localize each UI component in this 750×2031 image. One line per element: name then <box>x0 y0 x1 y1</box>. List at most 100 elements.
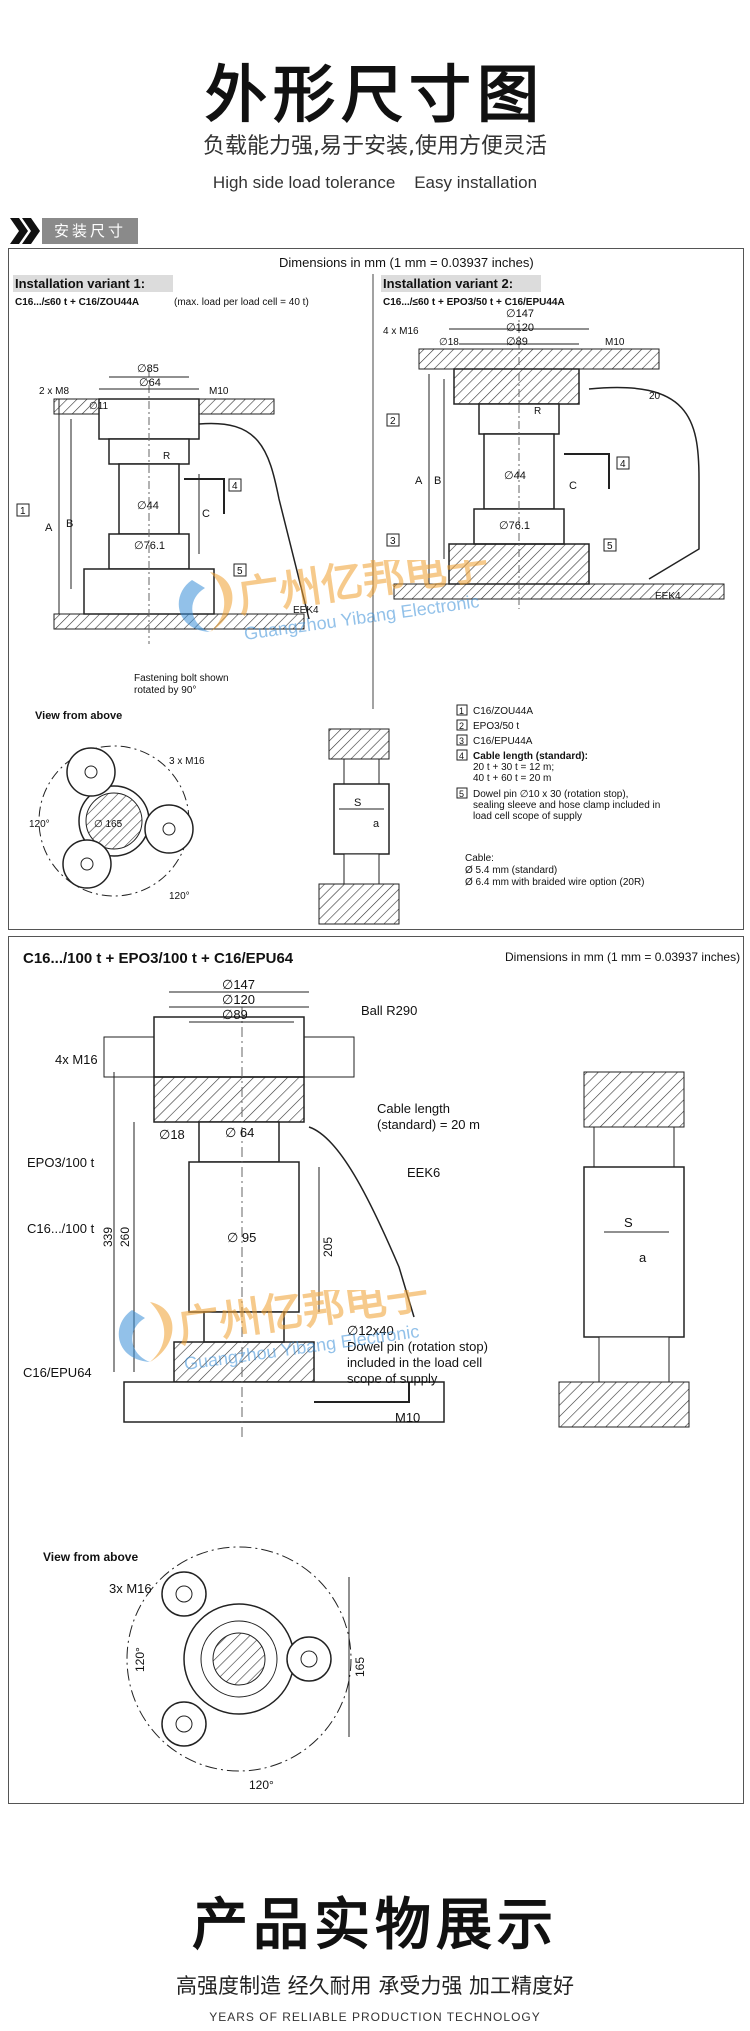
top-view-2 <box>126 1546 352 1772</box>
cable-eek4-v2: EEK4 <box>655 591 681 602</box>
legend-item-4: Cable length (standard): <box>473 751 588 762</box>
v2-dim-d44: ∅44 <box>504 470 526 482</box>
svg-text:5: 5 <box>607 541 613 552</box>
svg-text:3: 3 <box>459 736 464 746</box>
cable-eek6: EEK6 <box>407 1165 440 1180</box>
hero-section: 外形尺寸图 负载能力强,易于安装,使用方便灵活 High side load t… <box>0 0 750 210</box>
dim-m10: M10 <box>209 386 229 397</box>
variant1-drawing: 1 4 5 <box>16 369 310 644</box>
side-label-a: a <box>639 1250 647 1265</box>
detail-label-a: a <box>373 818 380 830</box>
page-title: 外形尺寸图 <box>204 58 545 131</box>
side-detail-v1 <box>318 728 400 925</box>
legend-item-5-line1: sealing sleeve and hose clamp included i… <box>473 800 660 811</box>
dowel-note-1: Dowel pin (rotation stop) <box>347 1339 488 1354</box>
cable-length-2: (standard) = 20 m <box>377 1117 480 1132</box>
side-label-s: S <box>624 1215 633 1230</box>
variant1-note: (max. load per load cell = 40 t) <box>174 297 309 308</box>
showcase-title: 产品实物展示 <box>192 1893 558 1958</box>
dim-m10: M10 <box>395 1410 420 1425</box>
section-tag: 安装尺寸 <box>10 218 139 244</box>
v2-dim-d147: ∅147 <box>506 308 534 320</box>
fastening-note-1: Fastening bolt shown <box>134 673 229 684</box>
dowel-note-2: included in the load cell <box>347 1355 482 1370</box>
svg-text:4: 4 <box>232 481 238 492</box>
variant2-title-bg <box>381 275 541 292</box>
dim-pin: ∅12x40 <box>347 1323 394 1338</box>
v2-dim-d120: ∅120 <box>506 322 534 334</box>
legend-item-4-line1: 20 t + 30 t = 12 m; <box>473 762 554 773</box>
cable-length-1: Cable length <box>377 1101 450 1116</box>
cable-eek4-v1: EEK4 <box>293 605 319 616</box>
top2-120a: 120° <box>133 1647 147 1672</box>
top-dim-3xm16: 3 x M16 <box>169 756 205 767</box>
showcase-subtitle: 高强度制造 经久耐用 承受力强 加工精度好 <box>175 1974 575 1998</box>
dim-260: 260 <box>118 1227 132 1247</box>
dim-4xm16: 4x M16 <box>55 1052 98 1067</box>
v2-dim-b: B <box>434 475 441 487</box>
top-dim-d165: ∅ 165 <box>94 819 123 830</box>
page-subtitle: 负载能力强,易于安装,使用方便灵活 <box>203 134 547 159</box>
dim-d11: ∅11 <box>89 401 109 412</box>
label-c16: C16.../100 t <box>27 1221 95 1236</box>
section-tag-label: 安装尺寸 <box>42 218 139 244</box>
dim-339: 339 <box>101 1227 115 1247</box>
v2-dim-d761: ∅76.1 <box>499 520 530 532</box>
dim-d761: ∅76.1 <box>134 540 165 552</box>
dim-2xm8: 2 x M8 <box>39 386 69 397</box>
svg-text:2: 2 <box>459 721 464 731</box>
dim-d64: ∅64 <box>139 377 161 389</box>
legend-item-5-line2: load cell scope of supply <box>473 811 582 822</box>
top-view-v1 <box>38 745 194 897</box>
top2-3xm16: 3x M16 <box>109 1581 152 1596</box>
cable-line1: Ø 5.4 mm (standard) <box>465 865 557 876</box>
dim-d44: ∅44 <box>137 500 159 512</box>
v2-dim-c: C <box>569 480 577 492</box>
dim-d85: ∅85 <box>137 363 159 375</box>
variant1-title-bg <box>13 275 173 292</box>
legend-item-1: C16/ZOU44A <box>473 706 533 717</box>
dim-a: A <box>45 522 53 534</box>
cable-line2: Ø 6.4 mm with braided wire option (20R) <box>465 877 645 888</box>
panel2-dimensions-header: Dimensions in mm (1 mm = 0.03937 inches) <box>505 950 740 964</box>
dim-c: C <box>202 508 210 520</box>
front-view <box>103 991 445 1437</box>
dim-d120: ∅120 <box>222 992 255 1007</box>
svg-text:4: 4 <box>459 751 464 761</box>
variant2-drawing: 2 3 4 5 <box>386 309 725 609</box>
panel2-title: C16.../100 t + EPO3/100 t + C16/EPU64 <box>23 950 294 967</box>
svg-text:1: 1 <box>20 506 26 517</box>
dim-ball: Ball R290 <box>361 1003 417 1018</box>
double-chevron-icon <box>10 218 40 244</box>
dim-d89: ∅89 <box>222 1007 248 1022</box>
svg-text:3: 3 <box>390 536 396 547</box>
dim-r: R <box>163 451 170 462</box>
dim-d18: ∅18 <box>159 1127 185 1142</box>
svg-text:2: 2 <box>390 416 396 427</box>
view-from-above-label-2: View from above <box>43 1550 138 1564</box>
dim-d95: ∅ 95 <box>227 1230 256 1245</box>
detail-label-s: S <box>354 797 361 809</box>
top-dim-120b: 120° <box>169 891 190 902</box>
v2-dim-d89: ∅89 <box>506 336 528 348</box>
legend-item-3: C16/EPU44A <box>473 736 533 747</box>
legend-item-2: EPO3/50 t <box>473 721 519 732</box>
variant2-title: Installation variant 2: <box>383 276 513 291</box>
page-subtitle-english: High side load tolerance Easy installati… <box>212 173 538 192</box>
dim-d147: ∅147 <box>222 977 255 992</box>
top-dim-120a: 120° <box>29 819 50 830</box>
v2-dim-m10: M10 <box>605 337 625 348</box>
side-view <box>558 1071 690 1428</box>
svg-text:5: 5 <box>459 789 464 799</box>
v2-dim-a: A <box>415 475 423 487</box>
v2-dim-4xm16: 4 x M16 <box>383 326 419 337</box>
c16-100t-drawing: C16.../100 t + EPO3/100 t + C16/EPU64 Di… <box>23 950 740 1792</box>
dimensions-header: Dimensions in mm (1 mm = 0.03937 inches) <box>279 255 534 270</box>
svg-text:5: 5 <box>237 566 243 577</box>
label-epu: C16/EPU64 <box>23 1365 92 1380</box>
v2-dim-d18: ∅18 <box>439 337 459 348</box>
variant2-model: C16.../≤60 t + EPO3/50 t + C16/EPU44A <box>383 297 565 308</box>
cable-title: Cable: <box>465 853 494 864</box>
top2-165: 165 <box>353 1657 367 1677</box>
product-showcase-header: 产品实物展示 高强度制造 经久耐用 承受力强 加工精度好 YEARS OF RE… <box>0 1840 750 2031</box>
